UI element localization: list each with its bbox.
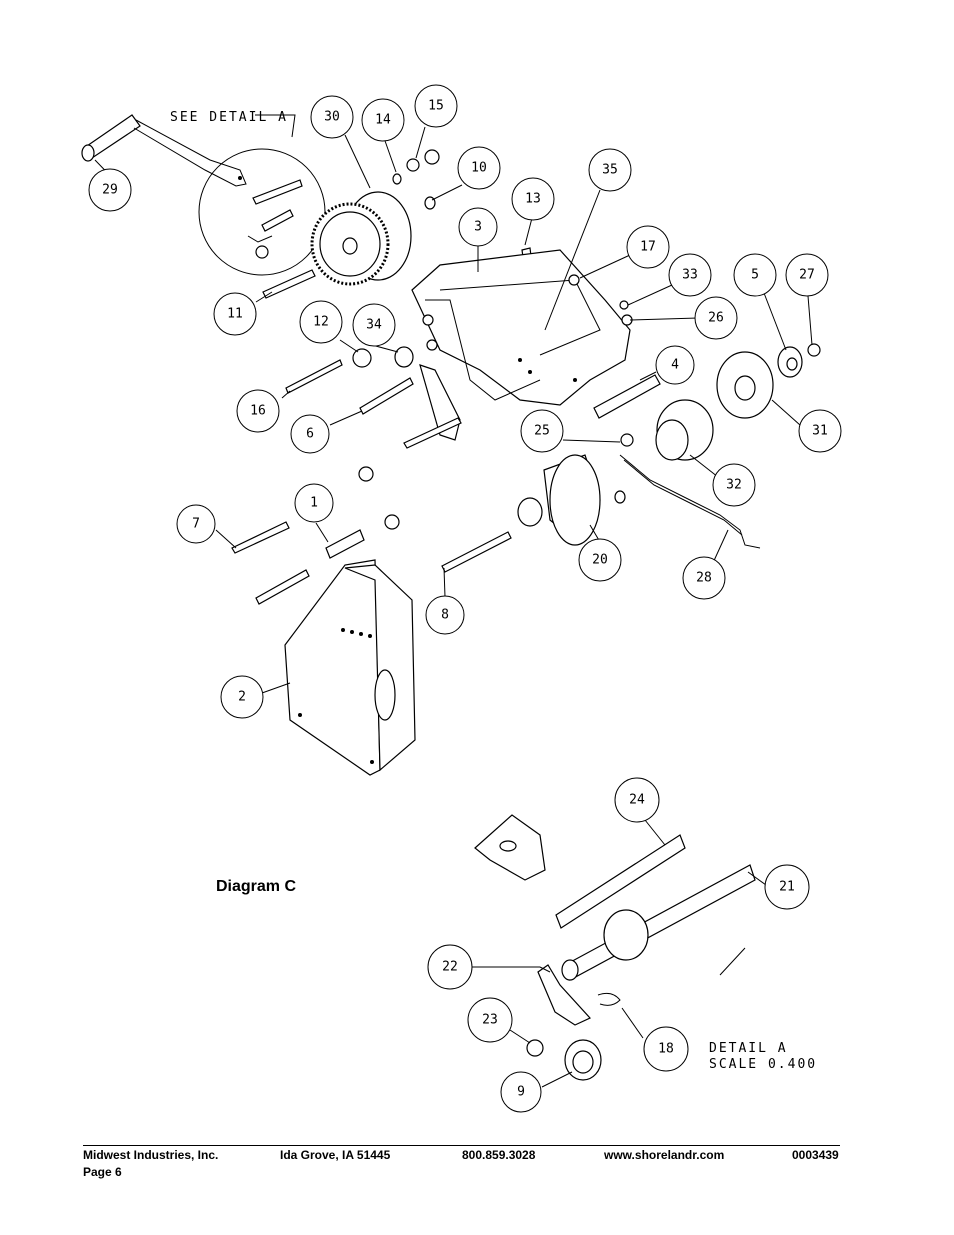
callout-5: 5: [733, 253, 777, 297]
callout-16: 16: [236, 389, 280, 433]
large-roller: [716, 351, 774, 419]
callout-9-label: 9: [517, 1085, 525, 1100]
callout-9: 9: [500, 1071, 542, 1113]
detail-scale-label: SCALE 0.400: [709, 1057, 817, 1072]
callout-15: 15: [414, 84, 458, 128]
roller-nut-parts: [777, 343, 821, 378]
callout-32: 32: [712, 463, 756, 507]
callout-34-label: 34: [366, 318, 382, 333]
crank-handle-part: [81, 114, 247, 187]
callout-1-label: 1: [310, 496, 318, 511]
callout-23: 23: [467, 997, 513, 1043]
callout-20-label: 20: [592, 553, 608, 568]
footer-page-number: Page 6: [83, 1165, 122, 1179]
see-detail-note: SEE DETAIL A: [170, 110, 288, 125]
callout-7: 7: [176, 504, 216, 544]
callout-10: 10: [457, 146, 501, 190]
callout-1: 1: [294, 483, 334, 523]
callout-26-label: 26: [708, 311, 724, 326]
callout-24: 24: [614, 777, 660, 823]
callout-5-label: 5: [751, 268, 759, 283]
footer-location: Ida Grove, IA 51445: [280, 1148, 391, 1162]
long-bolts: [285, 359, 462, 449]
callout-33: 33: [668, 253, 712, 297]
callout-12: 12: [299, 300, 343, 344]
footer-company: Midwest Industries, Inc.: [83, 1148, 219, 1162]
callout-7-label: 7: [192, 517, 200, 532]
callout-28: 28: [682, 556, 726, 600]
footer-divider: [83, 1145, 840, 1146]
callout-23-label: 23: [482, 1013, 498, 1028]
callout-17: 17: [626, 225, 670, 269]
callout-26: 26: [694, 296, 738, 340]
callout-33-label: 33: [682, 268, 698, 283]
callout-27: 27: [785, 253, 829, 297]
roller-shaft: [593, 374, 661, 419]
footer-doc-number: 0003439: [792, 1148, 839, 1162]
callout-29: 29: [88, 168, 132, 212]
callout-27-label: 27: [799, 268, 815, 283]
callout-14: 14: [361, 98, 405, 142]
callout-21-label: 21: [779, 880, 795, 895]
callout-30: 30: [310, 95, 354, 139]
callout-17-label: 17: [640, 240, 656, 255]
callout-34: 34: [352, 303, 396, 347]
housing-nuts: [568, 274, 633, 326]
frame-bolts: [231, 466, 512, 605]
callout-4: 4: [655, 345, 695, 385]
callout-15-label: 15: [428, 99, 444, 114]
callout-25: 25: [520, 409, 564, 453]
callout-4-label: 4: [671, 358, 679, 373]
callout-22-label: 22: [442, 960, 458, 975]
callout-8: 8: [425, 595, 465, 635]
callout-3-label: 3: [474, 220, 482, 235]
winch-drum: [517, 454, 626, 546]
callout-35-label: 35: [602, 163, 618, 178]
callout-2-label: 2: [238, 690, 246, 705]
chain-part: [619, 433, 761, 549]
callout-20: 20: [578, 538, 622, 582]
large-gear-part: [310, 191, 412, 286]
footer-website: www.shorelandr.com: [604, 1148, 725, 1162]
callout-16-label: 16: [250, 404, 266, 419]
callout-18: 18: [643, 1026, 689, 1072]
callout-31: 31: [798, 409, 842, 453]
small-roller: [655, 399, 714, 461]
callout-29-label: 29: [102, 183, 118, 198]
callout-13-label: 13: [525, 192, 541, 207]
callout-30-label: 30: [324, 110, 340, 125]
callout-28-label: 28: [696, 571, 712, 586]
callout-8-label: 8: [441, 608, 449, 623]
detail-label: DETAIL A: [709, 1041, 788, 1056]
callout-2: 2: [220, 675, 264, 719]
diagram-title: Diagram C: [216, 878, 297, 895]
footer-phone: 800.859.3028: [462, 1148, 536, 1162]
detail-a-parts: [474, 814, 756, 1081]
callout-11-label: 11: [227, 307, 243, 322]
callout-35: 35: [588, 148, 632, 192]
callout-18-label: 18: [658, 1042, 674, 1057]
callout-32-label: 32: [726, 478, 742, 493]
callout-6: 6: [290, 414, 330, 454]
side-plates: [284, 559, 416, 776]
callout-21: 21: [764, 864, 810, 910]
callout-11: 11: [213, 292, 257, 336]
callout-24-label: 24: [629, 793, 645, 808]
callout-22: 22: [427, 944, 473, 990]
callout-6-label: 6: [306, 427, 314, 442]
callout-13: 13: [511, 177, 555, 221]
callout-14-label: 14: [375, 113, 391, 128]
callout-12-label: 12: [313, 315, 329, 330]
callout-31-label: 31: [812, 424, 828, 439]
callout-3: 3: [458, 207, 498, 247]
callout-25-label: 25: [534, 424, 550, 439]
detail-a-circle: [198, 148, 326, 276]
callout-10-label: 10: [471, 161, 487, 176]
